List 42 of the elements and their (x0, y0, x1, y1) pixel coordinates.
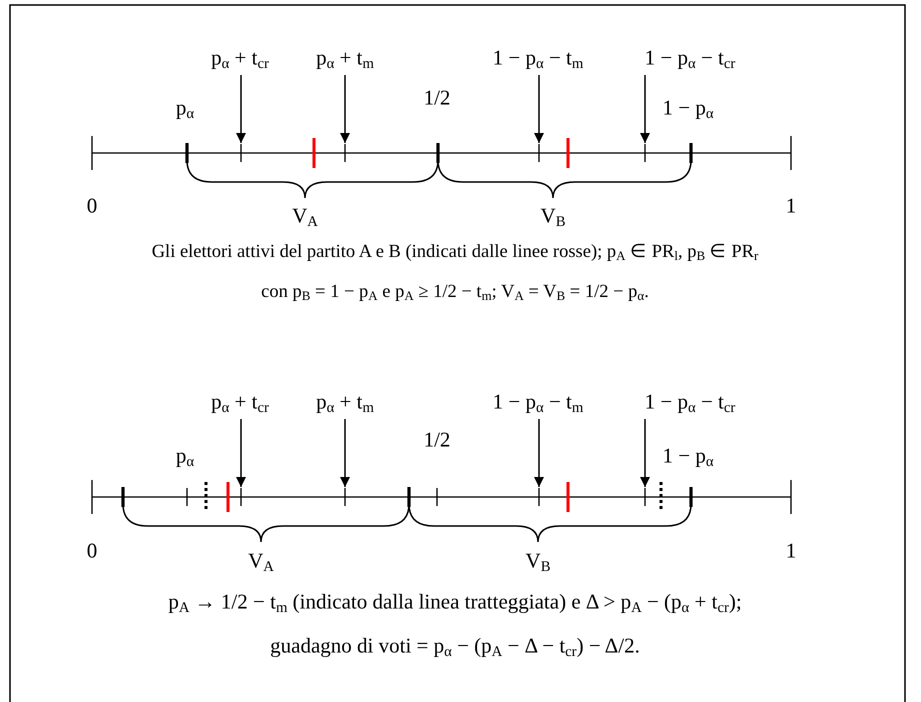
brace-label: V$_{A}$ (248, 550, 274, 572)
tick-mark (240, 488, 242, 506)
tick-label: 1 − p$_{α}$ (662, 98, 714, 118)
math-label: p$_{α}$ + t$_{m}$ (316, 392, 374, 412)
tick-mark (538, 488, 540, 506)
axis-label: 1 (786, 540, 796, 562)
note-text: p$_{A}$ → 1/2 − t$_{m}$ (indicato dalla linea tratteggiata) e Δ > p$_{A}$ − (p$_{α}$ + t$_{cr}$); (168, 592, 742, 612)
math-label: p$_{α}$ + t$_{cr}$ (211, 48, 269, 68)
leader-arrow (340, 75, 350, 143)
math-label: p$_{α}$ + t$_{cr}$ (211, 392, 269, 412)
brace-label: V$_{A}$ (292, 206, 318, 226)
note-text: guadagno di voti = p$_{α}$ − (p$_{A}$ − Δ − t$_{cr}$) − Δ/2. (270, 636, 640, 656)
leader-arrow (640, 75, 650, 143)
leader-arrow (340, 419, 350, 487)
tick-mark (240, 144, 242, 162)
tick-mark (538, 144, 540, 162)
math-label: 1 − p$_{α}$ − t$_{m}$ (492, 392, 584, 412)
tick-mark (344, 144, 346, 162)
leader-arrow (236, 75, 246, 143)
tick-mark (644, 488, 646, 506)
axis-label: 0 (86, 540, 98, 562)
axis-label: 1 (786, 196, 796, 216)
tick-label: 1/2 (424, 88, 450, 108)
tick-label: p$_{α}$ (176, 446, 194, 466)
leader-arrow (236, 419, 246, 487)
leader-arrow (640, 419, 650, 487)
leader-arrow (534, 75, 544, 143)
math-label: p$_{α}$ + t$_{m}$ (316, 48, 374, 68)
caption-text: Gli elettori attivi del partito A e B (indicati dalle linee rosse); p$_{A}$ ∈ PR$_{l}$, p$_{B}$ ∈ PR$_{r}$ (152, 242, 758, 262)
brace-label: V$_{B}$ (526, 550, 550, 572)
brace-label: V$_{B}$ (540, 206, 566, 226)
tick-mark (344, 488, 346, 506)
tick-mark (644, 144, 646, 162)
tick-label: p$_{α}$ (176, 98, 194, 118)
axis-label: 0 (86, 196, 98, 216)
tick-label: 1 − p$_{α}$ (662, 446, 714, 466)
leader-arrow (534, 419, 544, 487)
tick-label: 1/2 (424, 430, 450, 450)
caption-text: con p$_{B}$ = 1 − p$_{A}$ e p$_{A}$ ≥ 1/2 − t$_{m}$; V$_{A}$ = V$_{B}$ = 1/2 − p$_{α}$. (261, 282, 649, 302)
math-label: 1 − p$_{α}$ − t$_{m}$ (492, 48, 584, 68)
math-label: 1 − p$_{α}$ − t$_{cr}$ (644, 392, 736, 412)
math-label: 1 − p$_{α}$ − t$_{cr}$ (644, 48, 736, 68)
